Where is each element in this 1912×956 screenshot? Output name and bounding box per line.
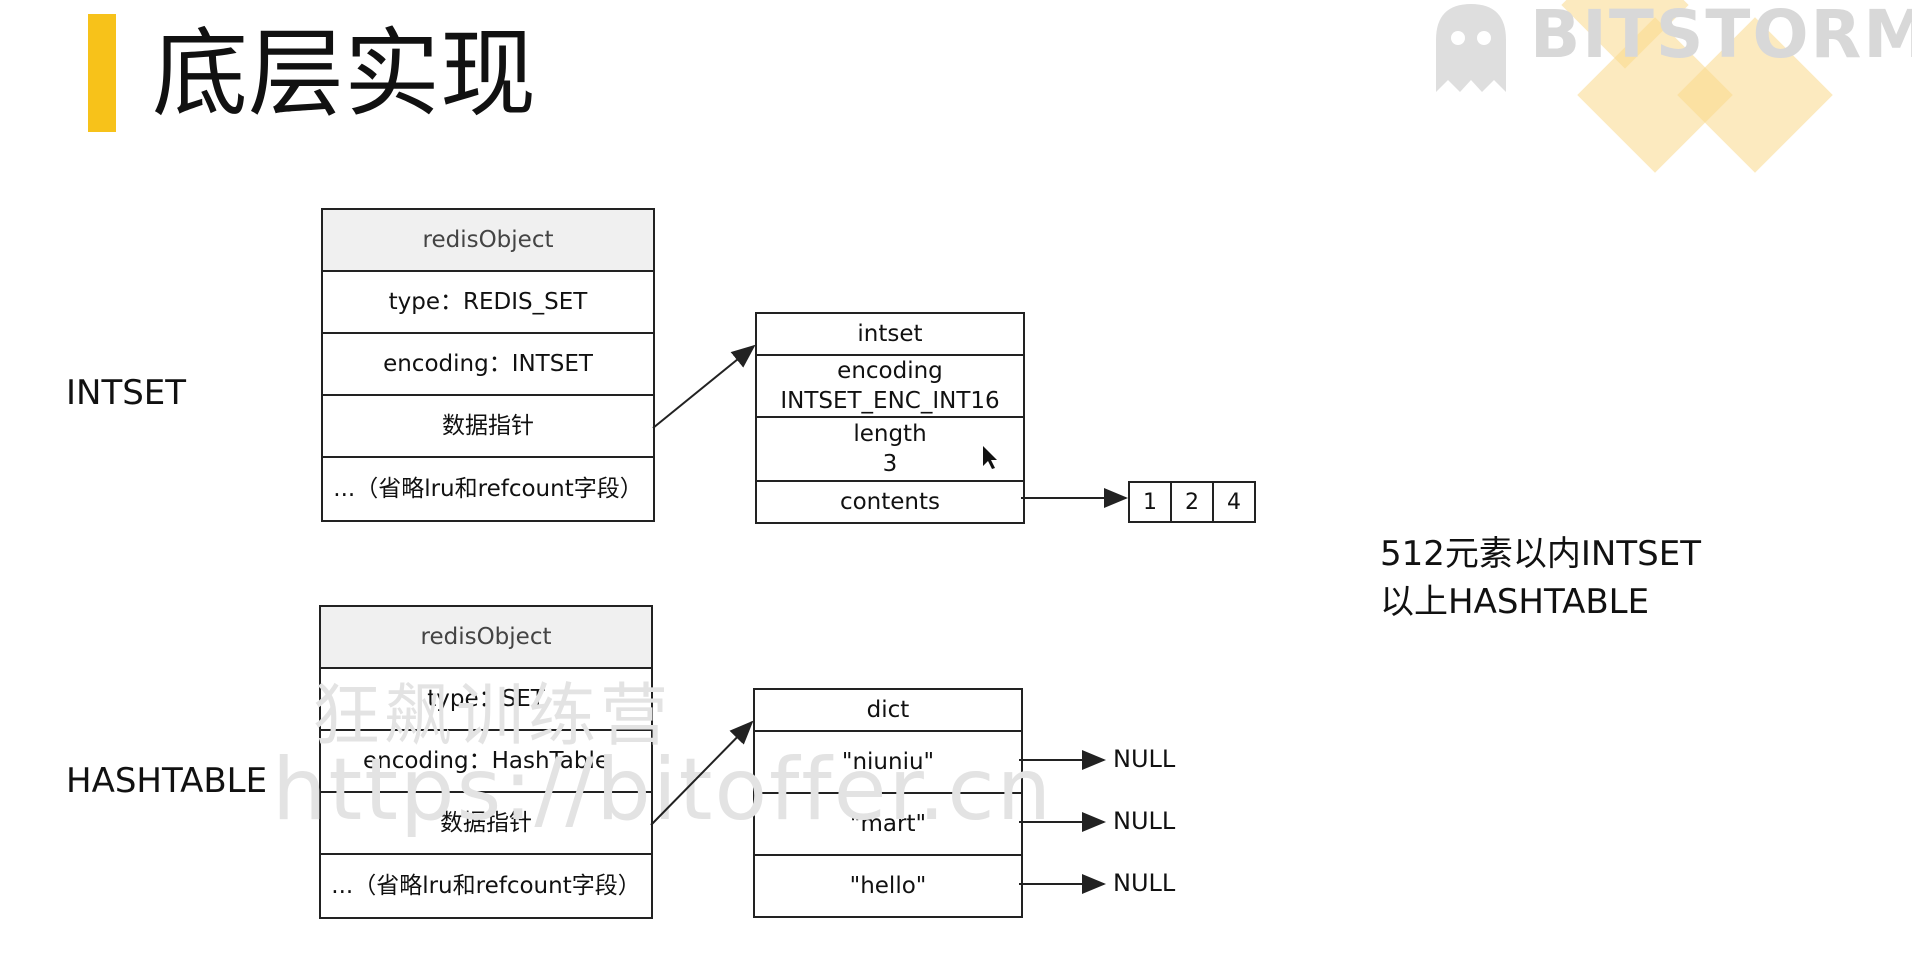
array-cell: 2 (1172, 483, 1214, 521)
pointer-arrow (652, 344, 756, 429)
intset-header: intset (757, 314, 1023, 356)
null-label: NULL (1113, 807, 1176, 835)
note-line: 以上HASHTABLE (1380, 582, 1650, 622)
array-cell: 1 (1130, 483, 1172, 521)
pointer-arrow (650, 720, 754, 826)
redis-object-header: redisObject (321, 607, 651, 669)
hashtable-label: HASHTABLE (66, 761, 268, 801)
dict-entry: "niuniu" (755, 732, 1021, 794)
omitted-fields: ...（省略lru和refcount字段） (331, 873, 641, 899)
omitted-fields: ...（省略lru和refcount字段） (333, 476, 643, 502)
null-label: NULL (1113, 869, 1176, 897)
null-label: NULL (1113, 745, 1176, 773)
type-field: type：REDIS_SET (323, 272, 653, 334)
threshold-note: 512元素以内INTSET 以上HASHTABLE (1380, 530, 1701, 626)
dict-entry: "hello" (849, 873, 927, 899)
contents-array: 1 2 4 (1128, 481, 1256, 523)
dict-struct: dict "niuniu" "mart" "hello" (753, 688, 1023, 918)
intset-struct: intset encoding INTSET_ENC_INT16 length … (755, 312, 1025, 524)
array-cell: 4 (1227, 489, 1241, 515)
data-pointer-field: 数据指针 (323, 396, 653, 458)
intset-length-field: length 3 (757, 418, 1023, 482)
encoding-field: encoding：HashTable (321, 731, 651, 793)
type-field: type：SET (321, 669, 651, 731)
intset-label: INTSET (66, 373, 187, 413)
slide-title: 底层实现 (152, 18, 536, 130)
data-pointer-field: 数据指针 (321, 793, 651, 855)
intset-contents-field: contents (839, 489, 941, 515)
brand-name: BITSTORM (1530, 0, 1912, 73)
hashtable-redis-object: redisObject type：SET encoding：HashTable … (319, 605, 653, 919)
note-line: 512元素以内INTSET (1380, 534, 1701, 574)
dict-header: dict (755, 690, 1021, 732)
title-accent-bar (88, 14, 116, 132)
redis-object-header: redisObject (323, 210, 653, 272)
intset-encoding-field: encoding INTSET_ENC_INT16 (757, 356, 1023, 418)
dict-entry: "mart" (755, 794, 1021, 856)
mouse-cursor-icon (983, 446, 997, 469)
intset-redis-object: redisObject type：REDIS_SET encoding：INTS… (321, 208, 655, 522)
ghost-logo-icon (1436, 4, 1506, 92)
encoding-field: encoding：INTSET (323, 334, 653, 396)
